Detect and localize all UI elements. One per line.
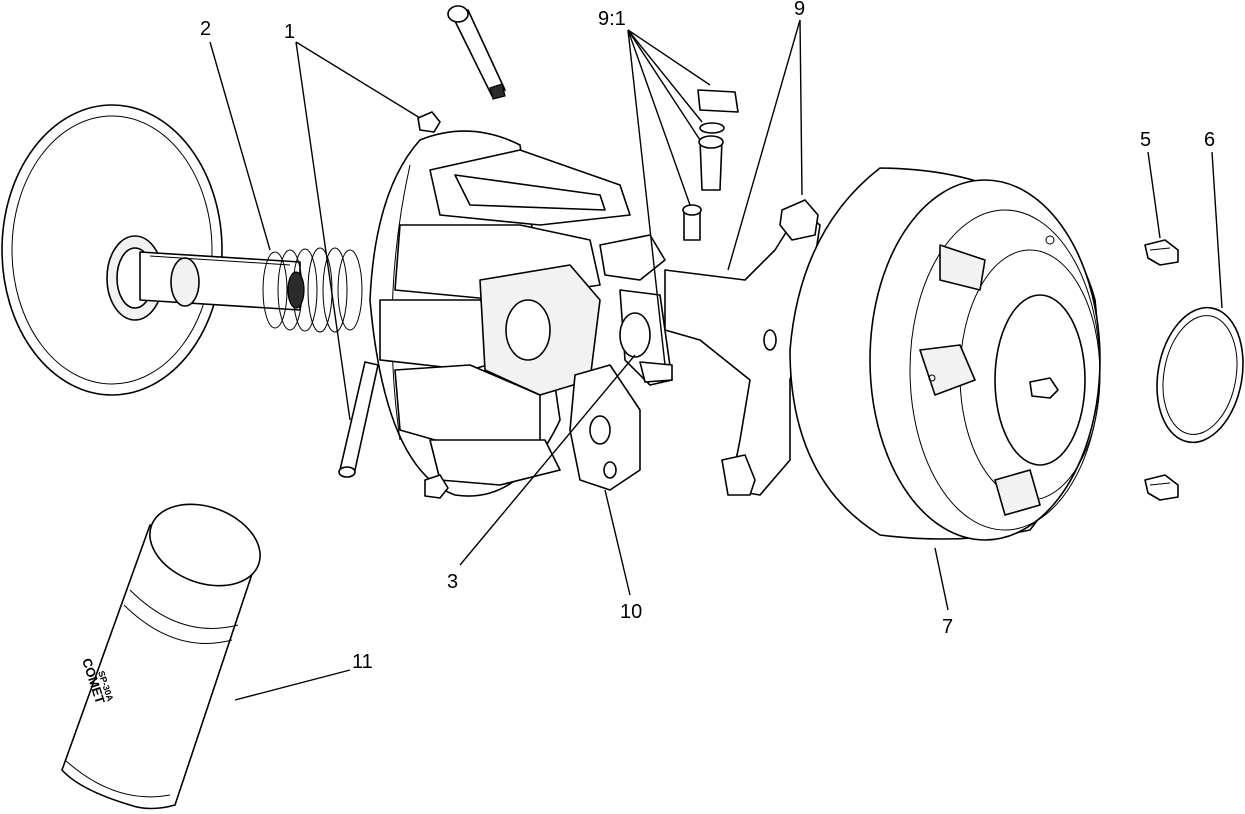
- roller-kit: [639, 89, 739, 383]
- callout-7: 7: [942, 616, 953, 638]
- callout-9-1: 9:1: [598, 8, 626, 30]
- movable-sheave-body: [369, 130, 673, 499]
- callout-6: 6: [1204, 129, 1215, 151]
- spray-can: COMET SP-30A: [61, 503, 261, 810]
- leader-lines: [209, 19, 1223, 701]
- callout-labels: 2 1 9:1 9 5 6 3 10 7 11: [200, 0, 1215, 673]
- spring: [262, 247, 363, 333]
- bolt-and-nut: [338, 111, 441, 478]
- stationary-sheave-assembly: [1, 104, 363, 396]
- callout-3: 3: [447, 571, 458, 593]
- screws: [1144, 239, 1179, 501]
- cover-drum: [789, 167, 1101, 541]
- gasket-ring: [1156, 306, 1244, 444]
- pivot-pin: [447, 5, 506, 100]
- callout-9: 9: [794, 0, 805, 20]
- roller-arm: [664, 199, 821, 496]
- callout-10: 10: [620, 601, 642, 623]
- callout-1: 1: [284, 21, 295, 43]
- callout-5: 5: [1140, 129, 1151, 151]
- callout-2: 2: [200, 18, 211, 40]
- callout-11: 11: [352, 651, 373, 673]
